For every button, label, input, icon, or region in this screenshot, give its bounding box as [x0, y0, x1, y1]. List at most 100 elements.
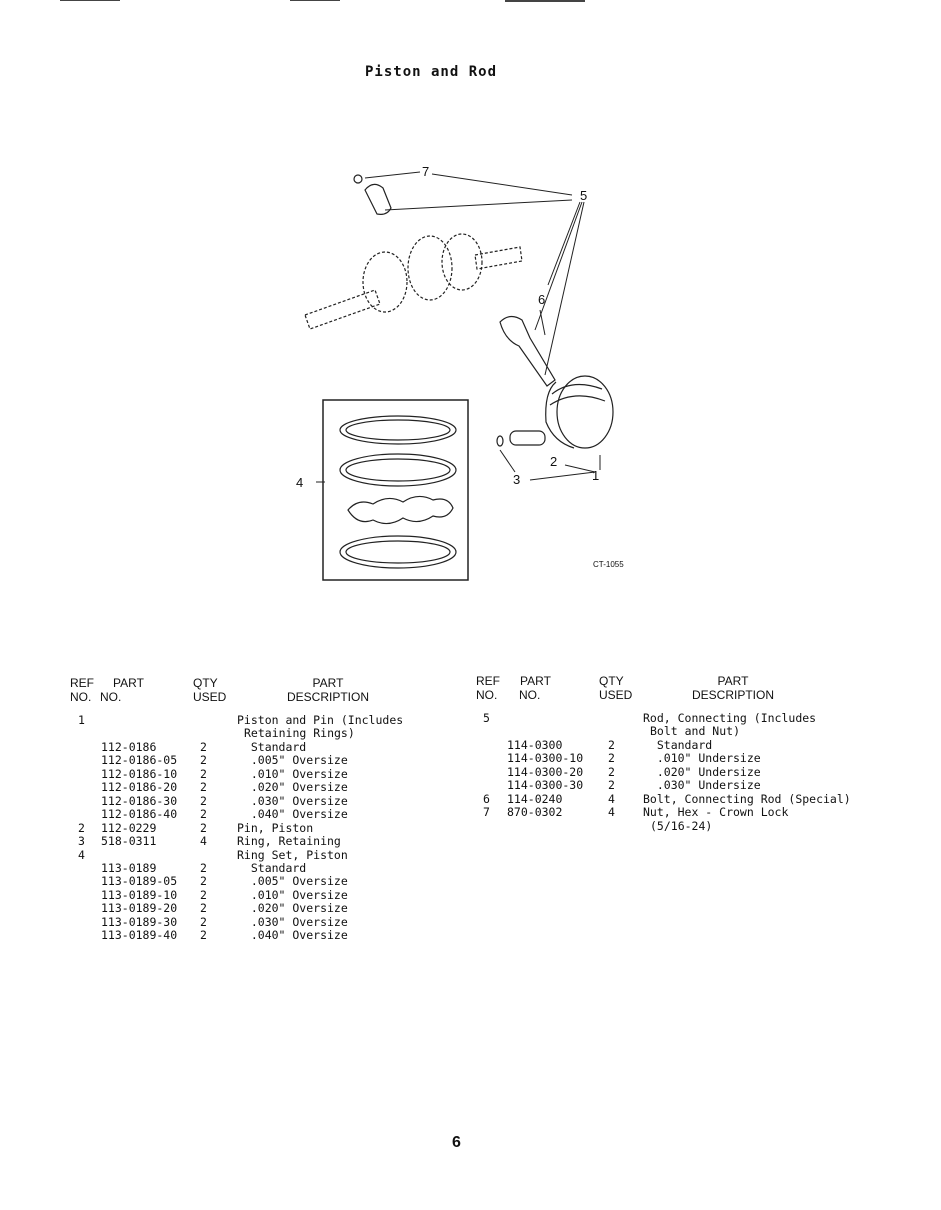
hex-nut-drawing — [353, 174, 363, 184]
ref-no: 7 — [483, 805, 490, 820]
qty-used: 2 — [200, 887, 207, 902]
part-description: Ring Set, Piston — [237, 847, 348, 862]
ref-no: 5 — [483, 711, 490, 725]
part-no: 114-0300-10 — [507, 751, 584, 766]
part-no: 114-0300 — [507, 737, 563, 752]
qty-used: 2 — [200, 860, 207, 875]
part-description: .010" Oversize — [237, 887, 348, 902]
part-description: .005" Oversize — [237, 753, 348, 768]
qty-used: 2 — [200, 820, 207, 835]
qty-used: 4 — [608, 805, 615, 820]
qty-used: 2 — [200, 914, 207, 929]
part-description: .030" Oversize — [237, 914, 348, 929]
qty-used: 2 — [200, 874, 207, 889]
qty-used: 2 — [200, 739, 207, 754]
part-description: Standard — [237, 739, 307, 754]
qty-used: 2 — [200, 753, 207, 768]
part-no: 112-0186-40 — [101, 807, 178, 822]
crankshaft-drawing — [304, 233, 523, 330]
callout-6: 6 — [538, 292, 545, 307]
part-description: Rod, Connecting (Includes — [643, 711, 817, 725]
callout-1: 1 — [592, 468, 599, 483]
ref-no: 1 — [78, 713, 85, 727]
piston-pin-drawing — [509, 430, 546, 446]
ref-no: 6 — [483, 791, 490, 806]
part-description: .040" Oversize — [237, 928, 348, 943]
part-description: Standard — [237, 860, 307, 875]
part-no: 113-0189-05 — [101, 874, 178, 889]
rod-cap-drawing — [364, 183, 392, 215]
qty-used: 2 — [608, 751, 615, 766]
part-no: 112-0186-05 — [101, 753, 178, 768]
figure-id: CT-1055 — [593, 560, 624, 569]
qty-used: 2 — [200, 928, 207, 943]
part-description: Pin, Piston — [237, 820, 314, 835]
part-no: 114-0300-30 — [507, 778, 584, 793]
qty-used: 2 — [608, 778, 615, 793]
exploded-parts-diagram: 7 5 6 2 1 3 4 — [296, 164, 614, 581]
part-description: .020" Oversize — [237, 780, 348, 795]
part-description: (5/16-24) — [650, 818, 713, 833]
part-description: .005" Oversize — [237, 874, 348, 889]
part-no: 112-0229 — [101, 820, 157, 835]
part-no: 113-0189 — [101, 860, 157, 875]
part-description: .010" Oversize — [237, 766, 348, 781]
callout-4: 4 — [296, 475, 303, 490]
part-description: Ring, Retaining — [237, 834, 341, 849]
ring-set-box — [322, 399, 469, 581]
ref-no: 2 — [78, 820, 85, 835]
part-description: .030" Oversize — [237, 793, 348, 808]
part-description: Retaining Rings) — [244, 726, 355, 741]
qty-used: 2 — [608, 737, 615, 752]
connecting-rod-drawing — [499, 315, 556, 387]
part-description: .010" Undersize — [643, 751, 761, 766]
callout-2: 2 — [550, 454, 557, 469]
part-description: .030" Undersize — [643, 778, 761, 793]
part-no: 112-0186-30 — [101, 793, 178, 808]
part-no: 112-0186-20 — [101, 780, 178, 795]
part-no: 518-0311 — [101, 834, 157, 849]
qty-used: 2 — [200, 793, 207, 808]
ref-no: 3 — [78, 834, 85, 849]
part-no: 114-0300-20 — [507, 764, 584, 779]
part-description: Standard — [643, 737, 713, 752]
qty-used: 4 — [608, 791, 615, 806]
ref-no: 4 — [78, 847, 85, 862]
qty-used: 2 — [608, 764, 615, 779]
callout-3: 3 — [513, 472, 520, 487]
qty-used: 2 — [200, 901, 207, 916]
qty-used: 4 — [200, 834, 207, 849]
part-no: 114-0240 — [507, 791, 563, 806]
callout-5: 5 — [580, 188, 587, 203]
part-description: .020" Undersize — [643, 764, 761, 779]
page-number: 6 — [452, 1134, 461, 1151]
part-no: 113-0189-40 — [101, 928, 178, 943]
part-description: .040" Oversize — [237, 807, 348, 822]
page-title: Piston and Rod — [365, 64, 498, 80]
part-description: Bolt, Connecting Rod (Special) — [643, 791, 851, 806]
part-description: Nut, Hex - Crown Lock — [643, 805, 789, 820]
part-no: 112-0186 — [101, 739, 157, 754]
qty-used: 2 — [200, 766, 207, 781]
qty-used: 2 — [200, 780, 207, 795]
part-no: 113-0189-10 — [101, 887, 178, 902]
piston-drawing — [545, 375, 614, 449]
callout-7: 7 — [422, 164, 429, 179]
part-description: Bolt and Nut) — [650, 724, 741, 739]
qty-used: 2 — [200, 807, 207, 822]
part-description: Piston and Pin (Includes — [237, 713, 404, 727]
part-no: 870-0302 — [507, 805, 563, 820]
retaining-ring-drawing — [496, 435, 504, 447]
part-description: .020" Oversize — [237, 901, 348, 916]
part-no: 113-0189-30 — [101, 914, 178, 929]
part-no: 112-0186-10 — [101, 766, 178, 781]
part-no: 113-0189-20 — [101, 901, 178, 916]
piston-rings-drawing — [339, 415, 457, 569]
